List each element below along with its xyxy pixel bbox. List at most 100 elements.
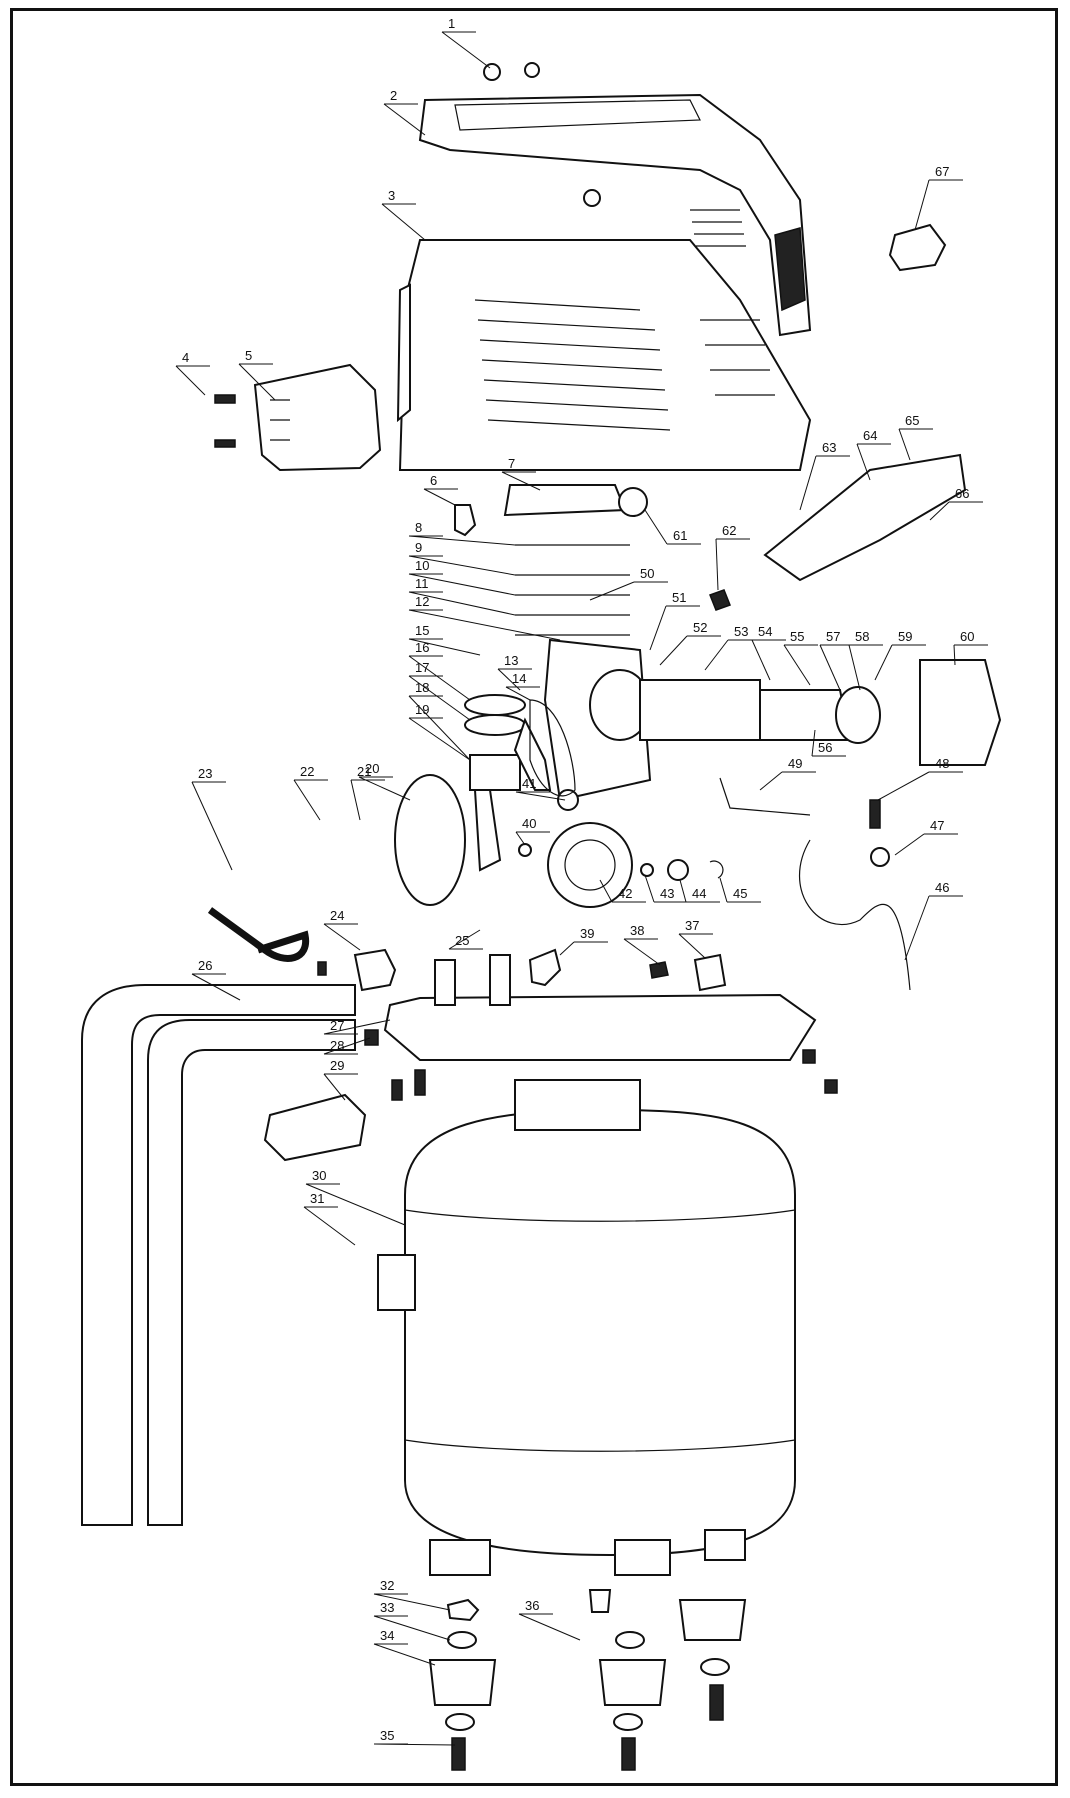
part-number-label: 30	[312, 1168, 326, 1183]
leader-line	[408, 555, 516, 576]
nut-part-62	[709, 589, 731, 611]
leader-line	[408, 535, 516, 546]
part-number-label: 36	[525, 1598, 539, 1613]
part-number-label: 11	[415, 576, 429, 591]
part-number-label: 45	[733, 886, 747, 901]
leader-line	[323, 1037, 371, 1055]
part-number-label: 51	[672, 590, 686, 605]
part-number-label: 38	[630, 923, 644, 938]
leader-line	[704, 639, 729, 671]
leader-line	[644, 509, 668, 545]
elbow-part-39	[528, 948, 562, 987]
leader-line	[929, 501, 950, 521]
leader-line	[383, 103, 426, 136]
part-number-label: 40	[522, 816, 536, 831]
part-number-label: 24	[330, 908, 344, 923]
leader-line	[719, 877, 728, 903]
part-number-label: 18	[415, 680, 429, 695]
part-number-label: 59	[898, 629, 912, 644]
leader-line	[408, 638, 481, 656]
leader-line	[373, 1643, 436, 1666]
leader-line	[953, 644, 956, 666]
part-number-label: 67	[935, 164, 949, 179]
part-number-label: 50	[640, 566, 654, 581]
part-number-label: 4	[182, 350, 189, 365]
switch-part-67	[888, 223, 947, 272]
part-number-label: 22	[300, 764, 314, 779]
part-number-label: 35	[380, 1728, 394, 1743]
leader-line	[350, 779, 361, 821]
page-frame	[10, 8, 1058, 1786]
leader-line	[914, 179, 930, 231]
bolt-part-28	[364, 1029, 379, 1046]
part-number-label: 17	[415, 660, 429, 675]
part-number-label: 29	[330, 1058, 344, 1073]
part-number-label: 49	[788, 756, 802, 771]
part-number-label: 39	[580, 926, 594, 941]
part-number-label: 63	[822, 440, 836, 455]
part-number-label: 46	[935, 880, 949, 895]
leader-line	[515, 831, 526, 846]
gaskets-8-12	[515, 544, 630, 636]
part-number-label: 65	[905, 413, 919, 428]
part-number-label: 42	[618, 886, 632, 901]
leader-line	[649, 605, 667, 651]
part-number-label: 23	[198, 766, 212, 781]
leader-line	[373, 1743, 456, 1746]
part-number-label: 31	[310, 1191, 324, 1206]
part-number-label: 60	[960, 629, 974, 644]
leader-line	[323, 923, 361, 951]
power-cord-part-46	[798, 839, 911, 991]
part-number-label: 48	[935, 756, 949, 771]
leader-line	[518, 1613, 581, 1641]
part-number-label: 34	[380, 1628, 394, 1643]
leader-line	[759, 771, 783, 791]
leader-line	[874, 644, 893, 681]
pressure-switch-part-24	[353, 948, 397, 992]
leader-line	[358, 776, 411, 801]
tank-part-30	[377, 1079, 796, 1576]
leader-line	[323, 1019, 391, 1035]
leader-line	[408, 717, 471, 761]
leader-line	[515, 791, 566, 801]
part-number-label: 58	[855, 629, 869, 644]
leader-line	[423, 488, 456, 506]
part-number-label: 16	[415, 640, 429, 655]
leader-line	[408, 573, 516, 596]
part-number-label: 9	[415, 540, 422, 555]
part-number-label: 25	[455, 933, 469, 948]
part-number-label: 19	[415, 702, 429, 717]
part-number-label: 61	[673, 528, 687, 543]
part-number-label: 6	[430, 473, 437, 488]
pressure-manifold-63-65	[763, 453, 967, 582]
part-number-label: 64	[863, 428, 877, 443]
pipe-part-23	[207, 907, 310, 962]
part-number-label: 55	[790, 629, 804, 644]
leader-line	[238, 363, 276, 401]
leader-line	[644, 874, 655, 903]
leader-line	[751, 639, 771, 681]
leader-line	[408, 591, 516, 616]
part-number-label: 37	[685, 918, 699, 933]
leader-line	[381, 203, 426, 241]
leader-line	[856, 443, 871, 481]
leader-line	[898, 428, 911, 461]
motor-assembly	[543, 638, 1002, 802]
leader-line	[894, 833, 925, 856]
leader-line	[448, 929, 481, 950]
part-number-label: 44	[692, 886, 706, 901]
leader-line	[678, 933, 706, 959]
leader-line	[305, 1183, 406, 1226]
part-number-label: 21	[357, 764, 371, 779]
leader-line	[408, 675, 471, 721]
fitting-part-37	[693, 953, 727, 992]
part-number-label: 41	[522, 776, 536, 791]
part-number-label: 57	[826, 629, 840, 644]
leader-line	[373, 1615, 451, 1641]
part-number-label: 2	[390, 88, 397, 103]
part-number-label: 47	[930, 818, 944, 833]
part-number-label: 43	[660, 886, 674, 901]
leader-line	[505, 686, 531, 701]
